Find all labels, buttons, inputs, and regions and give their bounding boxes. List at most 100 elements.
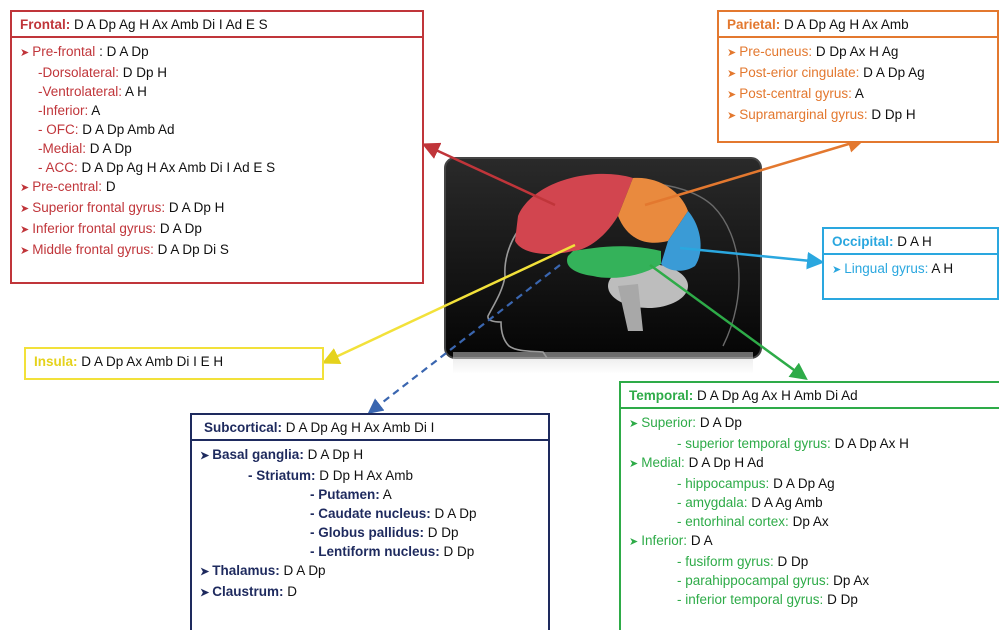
parietal-item: ➤ Supramarginal gyrus: D Dp H bbox=[727, 105, 989, 126]
parietal-header: Parietal: D A Dp Ag H Ax Amb bbox=[719, 12, 997, 38]
temporal-item: - inferior temporal gyrus: D Dp bbox=[629, 590, 991, 609]
frontal-item-value: D A Dp bbox=[86, 141, 132, 156]
temporal-item: ➤ Superior: D A Dp bbox=[629, 413, 991, 434]
frontal-item-label: - OFC: bbox=[38, 122, 79, 137]
triangle-bullet-icon: ➤ bbox=[20, 224, 33, 236]
frontal-item-value: D A Dp Ag H Ax Amb Di I Ad E S bbox=[77, 160, 276, 175]
subcortical-item-label: - Striatum: bbox=[248, 468, 316, 483]
temporal-item-value: D A Ag Amb bbox=[747, 495, 823, 510]
subcortical-item: - Caudate nucleus: D A Dp bbox=[200, 504, 540, 523]
frontal-item-label: - ACC: bbox=[38, 160, 78, 175]
temporal-item-label: Superior: bbox=[641, 415, 697, 430]
temporal-item-label: Inferior: bbox=[641, 533, 688, 548]
parietal-item: ➤ Post-central gyrus: A bbox=[727, 84, 989, 105]
subcortical-item: ➤ Basal ganglia: D A Dp H bbox=[200, 445, 540, 466]
subcortical-item-label: Claustrum: bbox=[212, 584, 284, 599]
temporal-title: Temporal: bbox=[629, 388, 694, 403]
parietal-box: Parietal: D A Dp Ag H Ax Amb ➤ Pre-cuneu… bbox=[717, 10, 999, 143]
subcortical-item: ➤ Claustrum: D bbox=[200, 582, 540, 603]
occipital-list: ➤ Lingual gyrus: A H bbox=[824, 255, 997, 284]
parietal-item-value: D Dp H bbox=[867, 107, 916, 122]
temporal-value: D A Dp Ag Ax H Amb Di Ad bbox=[697, 388, 858, 403]
occipital-box: Occipital: D A H ➤ Lingual gyrus: A H bbox=[822, 227, 999, 300]
triangle-bullet-icon: ➤ bbox=[20, 203, 33, 215]
frontal-item: ➤ Superior frontal gyrus: D A Dp H bbox=[20, 198, 414, 219]
occipital-item-value: A H bbox=[928, 261, 954, 276]
subcortical-item-label: - Caudate nucleus: bbox=[310, 506, 431, 521]
frontal-item-label: -Dorsolateral: bbox=[38, 65, 120, 80]
frontal-item-value: D A Dp H bbox=[165, 200, 225, 215]
subcortical-item: ➤ Thalamus: D A Dp bbox=[200, 561, 540, 582]
frontal-item-label: -Medial: bbox=[38, 141, 87, 156]
frontal-item: -Dorsolateral: D Dp H bbox=[20, 63, 414, 82]
parietal-item-label: Post-erior cingulate: bbox=[739, 65, 860, 80]
subcortical-item-value: D bbox=[283, 584, 298, 599]
subcortical-list: ➤ Basal ganglia: D A Dp H - Striatum: D D… bbox=[192, 441, 548, 607]
subcortical-item-value: D Dp H Ax Amb bbox=[315, 468, 414, 483]
temporal-item-value: D Dp bbox=[773, 554, 809, 569]
triangle-bullet-icon: ➤ bbox=[629, 418, 642, 430]
frontal-item-label: Pre-frontal bbox=[32, 44, 96, 59]
triangle-bullet-icon: ➤ bbox=[629, 458, 642, 470]
frontal-item: -Ventrolateral: A H bbox=[20, 82, 414, 101]
subcortical-box: Subcortical: D A Dp Ag H Ax Amb Di I ➤ B… bbox=[190, 413, 550, 630]
temporal-item: - parahippocampal gyrus: Dp Ax bbox=[629, 571, 991, 590]
triangle-bullet-icon: ➤ bbox=[20, 245, 33, 257]
triangle-bullet-icon: ➤ bbox=[20, 47, 33, 59]
frontal-title: Frontal: bbox=[20, 17, 71, 32]
subcortical-item-value: D A Dp bbox=[430, 506, 477, 521]
brain-illustration bbox=[443, 156, 763, 376]
subcortical-item-value: A bbox=[379, 487, 392, 502]
parietal-item-value: A bbox=[851, 86, 864, 101]
subcortical-item-value: D Dp bbox=[439, 544, 475, 559]
subcortical-header: Subcortical: D A Dp Ag H Ax Amb Di I bbox=[192, 415, 548, 441]
subcortical-item-value: D A Dp H bbox=[303, 447, 364, 462]
temporal-item-label: - hippocampus: bbox=[677, 476, 770, 491]
triangle-bullet-icon: ➤ bbox=[832, 264, 845, 276]
occipital-title: Occipital: bbox=[832, 234, 894, 249]
frontal-item: ➤ Pre-frontal : D A Dp bbox=[20, 42, 414, 63]
temporal-item-value: D A Dp Ag bbox=[769, 476, 835, 491]
frontal-item: ➤ Middle frontal gyrus: D A Dp Di S bbox=[20, 240, 414, 261]
temporal-item-label: - inferior temporal gyrus: bbox=[677, 592, 824, 607]
temporal-item: ➤ Medial: D A Dp H Ad bbox=[629, 453, 991, 474]
parietal-item: ➤ Post-erior cingulate: D A Dp Ag bbox=[727, 63, 989, 84]
triangle-bullet-icon: ➤ bbox=[727, 110, 740, 122]
subcortical-item: - Lentiform nucleus: D Dp bbox=[200, 542, 540, 561]
parietal-item-value: D Dp Ax H Ag bbox=[812, 44, 899, 59]
frontal-item-value: A bbox=[88, 103, 101, 118]
temporal-lobe-shape bbox=[567, 246, 661, 278]
frontal-item: - ACC: D A Dp Ag H Ax Amb Di I Ad E S bbox=[20, 158, 414, 177]
temporal-item: - hippocampus: D A Dp Ag bbox=[629, 474, 991, 493]
insula-title: Insula: bbox=[34, 354, 78, 369]
temporal-item-label: Medial: bbox=[641, 455, 685, 470]
occipital-header: Occipital: D A H bbox=[824, 229, 997, 255]
frontal-item-value: A H bbox=[122, 84, 147, 99]
frontal-item-label: Superior frontal gyrus: bbox=[32, 200, 166, 215]
occipital-item: ➤ Lingual gyrus: A H bbox=[832, 259, 989, 280]
temporal-item-label: - parahippocampal gyrus: bbox=[677, 573, 830, 588]
frontal-item: ➤ Inferior frontal gyrus: D A Dp bbox=[20, 219, 414, 240]
temporal-list: ➤ Superior: D A Dp- superior temporal gy… bbox=[621, 409, 999, 613]
temporal-item-value: Dp Ax bbox=[829, 573, 870, 588]
parietal-item-label: Pre-cuneus: bbox=[739, 44, 813, 59]
insula-box: Insula: D A Dp Ax Amb Di I E H bbox=[24, 347, 324, 380]
occipital-item-label: Lingual gyrus: bbox=[844, 261, 929, 276]
frontal-item-value: D A Dp Amb Ad bbox=[78, 122, 175, 137]
triangle-bullet-icon: ➤ bbox=[727, 89, 740, 101]
temporal-item-label: - amygdala: bbox=[677, 495, 748, 510]
parietal-title: Parietal: bbox=[727, 17, 781, 32]
subcortical-item-value: D A Dp bbox=[279, 563, 326, 578]
frontal-item-value: D Dp H bbox=[119, 65, 168, 80]
insula-value: D A Dp Ax Amb Di I E H bbox=[81, 354, 224, 369]
frontal-header: Frontal: D A Dp Ag H Ax Amb Di I Ad E S bbox=[12, 12, 422, 38]
temporal-item-value: D A Dp Ax H bbox=[830, 436, 909, 451]
subcortical-item: - Globus pallidus: D Dp bbox=[200, 523, 540, 542]
subcortical-item-label: - Lentiform nucleus: bbox=[310, 544, 440, 559]
subcortical-item-value: D Dp bbox=[424, 525, 459, 540]
triangle-bullet-icon: ➤ bbox=[629, 536, 642, 548]
frontal-item: ➤ Pre-central: D bbox=[20, 177, 414, 198]
temporal-item-value: D A Dp bbox=[696, 415, 742, 430]
temporal-header: Temporal: D A Dp Ag Ax H Amb Di Ad bbox=[621, 383, 999, 409]
temporal-item: - entorhinal cortex: Dp Ax bbox=[629, 512, 991, 531]
